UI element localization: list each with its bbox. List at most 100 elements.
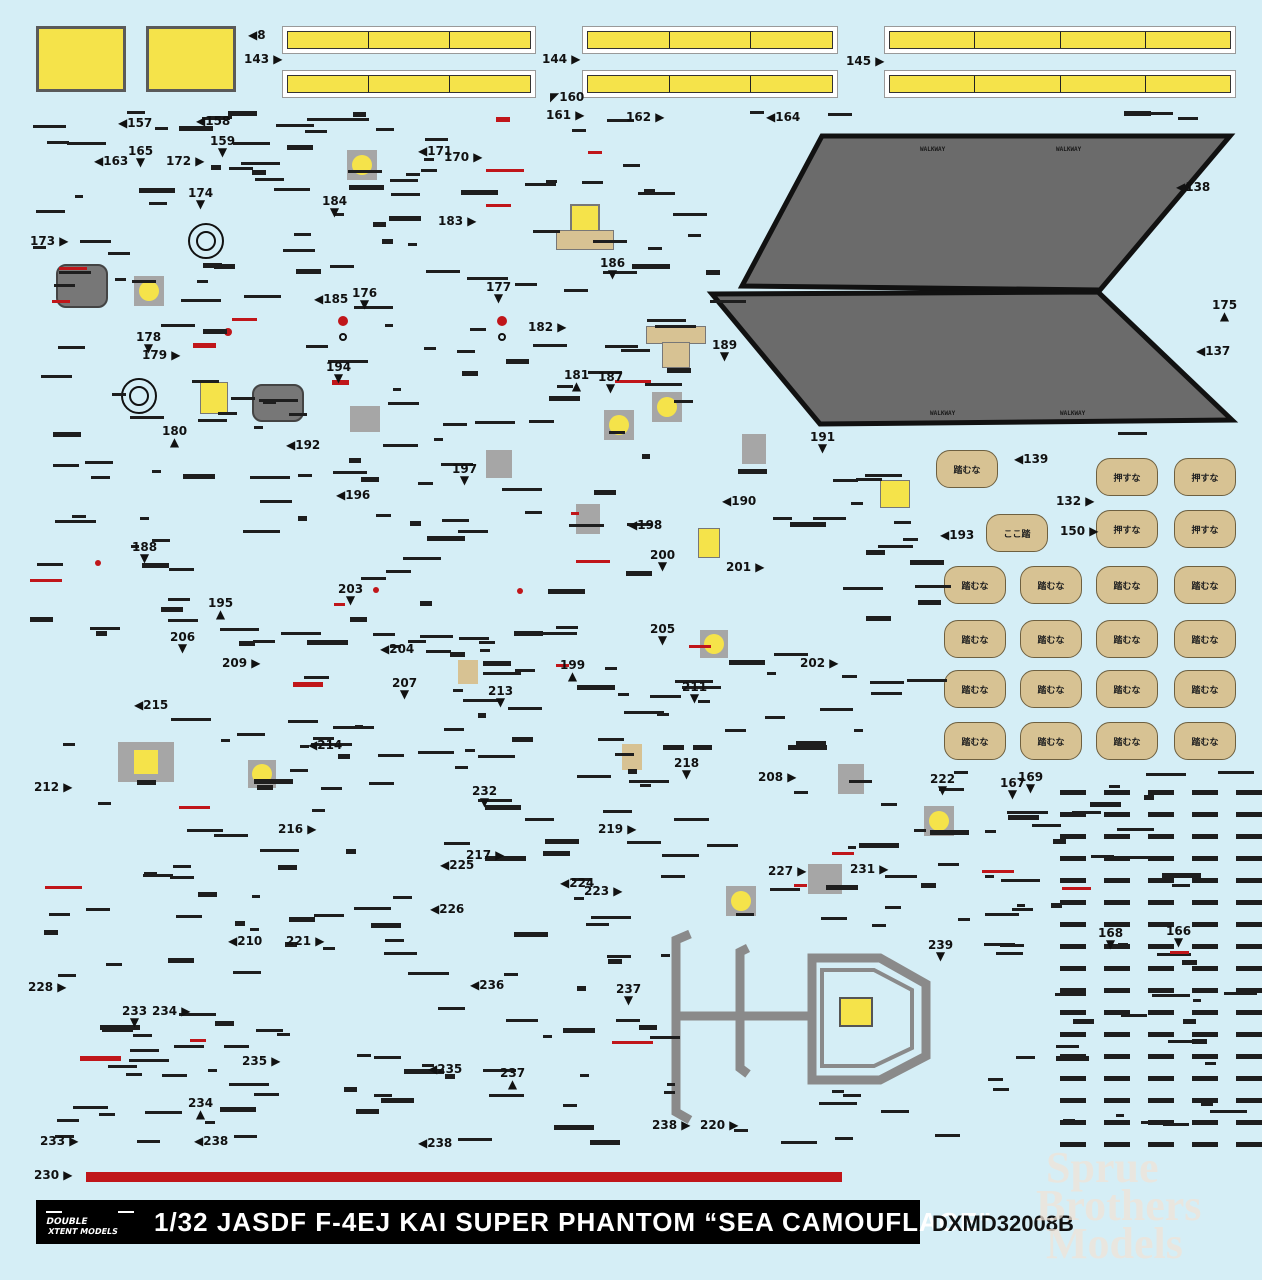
tan-stencil-pill: 押すな xyxy=(1096,510,1158,548)
stencil-line xyxy=(477,754,515,758)
decal-number-label: ◀236 xyxy=(470,978,505,992)
stencil-line xyxy=(485,169,524,173)
stencil-line xyxy=(332,470,367,474)
red-stripe-decal xyxy=(86,1172,842,1182)
stencil-line xyxy=(1192,966,1218,971)
stencil-line xyxy=(255,178,285,182)
stencil-line xyxy=(314,914,345,918)
stencil-line xyxy=(329,264,354,268)
stencil-line xyxy=(183,474,216,480)
stencil-line xyxy=(594,489,617,495)
stencil-line xyxy=(1006,810,1048,814)
stencil-line xyxy=(853,728,863,732)
stencil-line xyxy=(125,1073,142,1077)
stencil-line xyxy=(483,661,512,667)
stencil-line xyxy=(46,140,69,144)
stencil-line xyxy=(220,627,260,631)
stencil-line xyxy=(1109,785,1121,789)
stencil-line xyxy=(667,1082,676,1086)
tan-stencil-pill: 押すな xyxy=(1174,458,1236,496)
tan-stencil-pill: 踏むな xyxy=(1174,566,1236,604)
stencil-line xyxy=(1148,966,1174,971)
decal-number-label: 227 ▶ xyxy=(768,864,807,878)
decal-number-label: 232 ▼ xyxy=(472,784,498,809)
stencil-line xyxy=(427,536,466,542)
stencil-line xyxy=(420,169,437,173)
stencil-line xyxy=(127,110,146,114)
decal-number-label: 234 ▲ xyxy=(188,1096,214,1121)
stencil-line xyxy=(284,941,297,947)
decal-number-label: 143 ▶ xyxy=(244,52,283,66)
decal-number-label: ◀158 xyxy=(196,114,231,128)
stencil-line xyxy=(372,222,386,228)
stencil-line xyxy=(514,669,535,673)
stencil-line xyxy=(355,724,364,728)
stencil-line xyxy=(63,743,76,747)
decal-number-label: 189 ▼ xyxy=(712,338,738,363)
stencil-line xyxy=(354,907,392,911)
stencil-line xyxy=(407,971,449,975)
decal-number-label: ◀192 xyxy=(286,438,321,452)
stencil-line xyxy=(587,371,622,375)
stencil-line xyxy=(674,818,710,822)
stencil-line xyxy=(227,110,257,116)
stencil-line xyxy=(667,367,692,373)
decal-number-label: 173 ▶ xyxy=(30,234,69,248)
stencil-line xyxy=(1182,959,1198,965)
stencil-line xyxy=(1090,855,1114,859)
stencil-line xyxy=(985,830,997,834)
stencil-line xyxy=(921,882,937,888)
stencil-line xyxy=(1053,839,1067,845)
stencil-line xyxy=(1060,790,1086,795)
hd-center-decal xyxy=(839,997,873,1027)
stencil-line xyxy=(835,1137,854,1141)
stencil-line xyxy=(1236,790,1262,795)
stencil-line xyxy=(1127,856,1161,860)
stencil-line xyxy=(571,878,591,882)
stencil-line xyxy=(514,631,544,637)
stencil-line xyxy=(602,810,632,814)
stencil-line xyxy=(49,913,71,917)
stencil-line xyxy=(508,706,543,710)
decal-number-label: ◀225 xyxy=(440,858,475,872)
decal-number-label: ◀164 xyxy=(766,110,801,124)
stencil-line xyxy=(477,799,512,803)
stencil-line xyxy=(64,464,79,468)
stencil-line xyxy=(1123,111,1151,117)
stencil-line xyxy=(80,1055,122,1061)
stencil-line xyxy=(647,319,687,323)
tan-stencil-pill: 踏むな xyxy=(1020,620,1082,658)
stencil-line xyxy=(178,806,210,810)
stencil-line xyxy=(548,396,580,402)
stencil-line xyxy=(885,906,902,910)
stencil-line xyxy=(865,550,885,556)
stencil-line xyxy=(347,170,382,174)
stencil-line xyxy=(313,737,335,741)
stencil-line xyxy=(137,1140,161,1144)
stencil-line xyxy=(371,922,402,928)
stencil-line xyxy=(36,562,63,566)
decal-number-label: 221 ▶ xyxy=(286,934,325,948)
decal-number-label: ◀235 xyxy=(428,1062,463,1076)
stencil-line xyxy=(392,896,412,900)
stencil-line xyxy=(557,384,574,388)
yellow-block-decal xyxy=(36,26,126,92)
stencil-line xyxy=(649,1036,680,1040)
decal-number-label: 239 ▼ xyxy=(928,938,954,963)
stencil-line xyxy=(420,600,433,606)
stencil-line xyxy=(1060,1142,1086,1147)
stencil-line xyxy=(1236,834,1262,839)
stencil-line xyxy=(374,1055,402,1059)
stencil-line xyxy=(1148,944,1174,949)
stencil-line xyxy=(449,652,465,658)
stencil-line xyxy=(937,862,959,866)
yellow-small-decal xyxy=(350,406,380,432)
stencil-line xyxy=(338,754,351,760)
stencil-line xyxy=(1118,431,1148,435)
decal-number-label: 222 ▼ xyxy=(930,772,956,797)
title-bar: 1/32 JASDF F-4EJ KAI SUPER PHANTOM “SEA … xyxy=(36,1200,991,1244)
stencil-line xyxy=(988,1077,1004,1081)
stencil-line xyxy=(408,243,418,247)
stencil-line xyxy=(1104,1010,1130,1015)
